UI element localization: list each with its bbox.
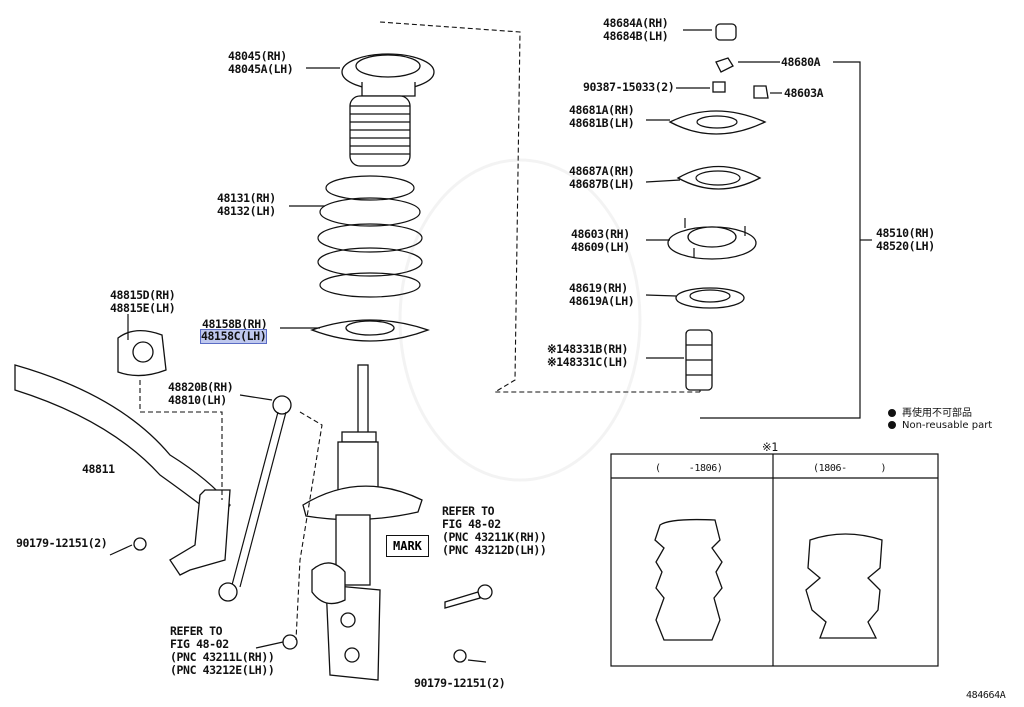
- label-48603A: 48603A: [784, 86, 824, 100]
- label-48680A: 48680A: [781, 55, 821, 69]
- nut-48680A: [715, 57, 734, 73]
- coil-spring-48131: [317, 175, 423, 298]
- cap-48684: [715, 23, 737, 41]
- label-48158c-highlighted[interactable]: 48158C(LH): [199, 329, 268, 344]
- label-48811: 48811: [82, 462, 115, 476]
- mount-48603: [667, 218, 757, 260]
- filled-dot-icon: [888, 409, 896, 417]
- plate-48681: [668, 110, 767, 135]
- leader-lines: [109, 29, 782, 663]
- legend-item-jp: 再使用不可部品: [888, 404, 972, 419]
- mark-box: MARK: [386, 535, 429, 557]
- label-48158b: 48158B(RH): [202, 317, 268, 331]
- nut-90387: [712, 81, 726, 93]
- upper-seat-48045: [341, 53, 435, 97]
- diagram-id: 484664A: [966, 690, 1006, 701]
- label-48603: 48603(RH) 48609(LH): [571, 227, 630, 254]
- label-48684: 48684A(RH) 48684B(LH): [603, 16, 669, 43]
- label-90179-b: 90179-12151(2): [414, 676, 506, 690]
- label-48131: 48131(RH) 48132(LH): [217, 191, 276, 218]
- label-refer-bolt: REFER TO FIG 48-02 (PNC 43211K(RH)) (PNC…: [442, 504, 547, 557]
- label-48681: 48681A(RH) 48681B(LH): [569, 103, 635, 130]
- label-48687: 48687A(RH) 48687B(LH): [569, 164, 635, 191]
- bolt-refer: [444, 584, 493, 609]
- stabilizer-bar-48811: [14, 364, 231, 576]
- assembly-dashed-outline: [379, 21, 700, 393]
- label-48619: 48619(RH) 48619A(LH): [569, 281, 635, 308]
- nut-90179-b: [453, 649, 467, 663]
- label-48815: 48815D(RH) 48815E(LH): [110, 288, 176, 315]
- nut-48603A: [753, 85, 769, 99]
- label-48045: 48045(RH) 48045A(LH): [228, 49, 294, 76]
- inset-col2-header: (1806- ): [813, 463, 887, 474]
- inset-box: [610, 453, 939, 667]
- label-90179-a: 90179-12151(2): [16, 536, 108, 550]
- watermark: [398, 158, 642, 482]
- label-48820: 48820B(RH) 48810(LH): [168, 380, 234, 407]
- bearing-48619: [675, 287, 745, 309]
- link-dashed-guide: [139, 380, 223, 500]
- inset-col1-header: ( -1806): [655, 463, 723, 474]
- strut-body: [302, 364, 423, 681]
- legend-item-en: Non-reusable part: [888, 420, 992, 431]
- bumper-48331: [685, 329, 713, 391]
- label-90387: 90387-15033(2): [583, 80, 675, 94]
- lower-insulator-48158: [310, 319, 430, 342]
- filled-dot-icon: [888, 421, 896, 429]
- label-48510: 48510(RH) 48520(LH): [876, 226, 935, 253]
- label-refer-knuckle: REFER TO FIG 48-02 (PNC 43211L(RH)) (PNC…: [170, 624, 275, 677]
- dust-boot: [349, 95, 411, 167]
- plate-48687: [676, 165, 762, 190]
- nut-knuckle: [282, 634, 298, 650]
- bushing-48815: [117, 330, 167, 377]
- nut-90179-a: [133, 537, 147, 551]
- inset-title: ※1: [762, 440, 778, 454]
- stabilizer-link-48820: [218, 395, 292, 602]
- label-48331: ※148331B(RH) ※148331C(LH): [547, 342, 628, 369]
